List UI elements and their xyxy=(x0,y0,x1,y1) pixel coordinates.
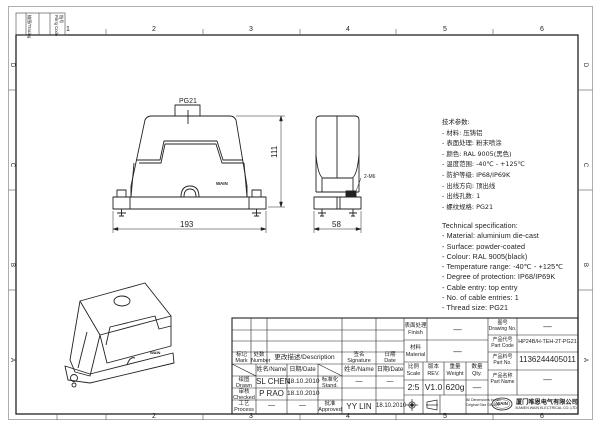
column-label: 5 xyxy=(443,413,447,420)
column-label: 6 xyxy=(540,26,544,33)
drawn-date: 18.10.2010 xyxy=(287,378,320,385)
iso-brand-mark: WAIN xyxy=(150,350,161,355)
scale-value: 2:5 xyxy=(407,382,420,392)
column-label: 3 xyxy=(249,26,253,33)
specs-en-block: Technical specification: - Material: alu… xyxy=(442,221,563,314)
spec-cn-item: - 材料: 压铸铝 xyxy=(442,128,483,137)
column-label: 3 xyxy=(249,413,253,420)
column-label: 1 xyxy=(66,26,70,33)
brand-mark: WAIN xyxy=(216,181,228,186)
material-value: — xyxy=(453,346,462,356)
standard-name: — xyxy=(355,378,363,385)
spec-cn-item: - 螺纹规格: PG21 xyxy=(442,202,494,211)
spec-en-item: - Material: aluminium die-cast xyxy=(442,231,539,241)
column-label: 5 xyxy=(443,26,447,33)
column-label: 6 xyxy=(540,413,544,420)
spec-en-item: - No. of cable entries: 1 xyxy=(442,293,519,303)
checked-name: P RAO xyxy=(259,389,284,398)
spec-en-item: - Temperature range: -40℃ - +125℃ xyxy=(442,262,564,272)
spec-en-item: - Thread size: PG21 xyxy=(442,303,509,313)
revision-value: V1.0 xyxy=(424,382,443,392)
drawing-no-value: — xyxy=(543,321,552,331)
process-name: — xyxy=(268,402,275,409)
thread-label: PG21 xyxy=(179,98,197,105)
company-logo-icon xyxy=(491,397,513,411)
weight-value: 620g xyxy=(445,382,465,392)
spec-en-item: - Surface: powder-coated xyxy=(442,241,526,251)
company-name-en: XIAMEN WAIN ELECTRICAL CO.,LTD xyxy=(515,406,577,410)
standard-date: — xyxy=(386,378,394,385)
company-name-cn: 厦门唯恩电气有限公司 xyxy=(516,399,578,406)
side-width-dimension: 58 xyxy=(332,220,341,229)
spec-cn-item: - 出线方向: 顶出线 xyxy=(442,181,496,190)
quantity-value: — xyxy=(472,382,482,392)
part-code-value: HP24B/H-TEH-2T-PG21 xyxy=(518,339,577,345)
date-col-header: 日期/Date xyxy=(289,367,316,373)
spec-cn-item: - 表面处理: 粉末喷涂 xyxy=(442,139,502,148)
date-header-right: 日期/Date xyxy=(376,367,404,373)
spec-cn-item: - 颜色: RAL 9005(黑色) xyxy=(442,149,512,158)
spec-en-item: - Degree of protection: IP68/IP69K xyxy=(442,272,556,282)
spec-cn-item: - 温度范围: -40℃ - +125℃ xyxy=(442,160,525,169)
drawn-name: SL CHEN xyxy=(256,377,291,386)
name-header: 姓名/Name xyxy=(256,367,287,373)
column-label: 4 xyxy=(346,413,350,420)
projection-symbol-icon xyxy=(406,399,438,411)
approved-date: 18.10.2010 xyxy=(376,403,407,409)
finish-value: — xyxy=(453,324,462,334)
spec-cn-item: - 出线孔数: 1 xyxy=(442,192,481,201)
name-header-right: 姓名/Name xyxy=(344,367,374,373)
screw-note: 2-M6 xyxy=(364,174,376,180)
part-no-value: 1136244405011 xyxy=(519,355,576,364)
column-label: 4 xyxy=(346,26,350,33)
part-name-value: — xyxy=(543,374,552,384)
specs-cn-block: 技术参数: - 材料: 压铸铝 - 表面处理: 粉末喷涂 - 颜色: RAL 9… xyxy=(442,117,525,212)
process-date: — xyxy=(299,402,306,409)
specs-en-title: Technical specification: xyxy=(442,221,518,230)
column-label: 2 xyxy=(152,413,156,420)
spec-cn-item: - 防护等级: IP68/IP69K xyxy=(442,170,511,179)
spec-en-item: - Colour: RAL 9005(black) xyxy=(442,251,528,261)
checked-date: 18.10.2010 xyxy=(287,390,320,397)
column-label: 2 xyxy=(152,26,156,33)
approved-name: YY LIN xyxy=(346,402,372,411)
width-dimension: 193 xyxy=(180,220,194,229)
specs-cn-title: 技术参数: xyxy=(442,118,470,126)
spec-en-item: - Cable entry: top entry xyxy=(442,282,518,292)
company-logo-text: WAIN xyxy=(496,401,508,406)
description-header: 更改描述/Description xyxy=(274,354,335,361)
